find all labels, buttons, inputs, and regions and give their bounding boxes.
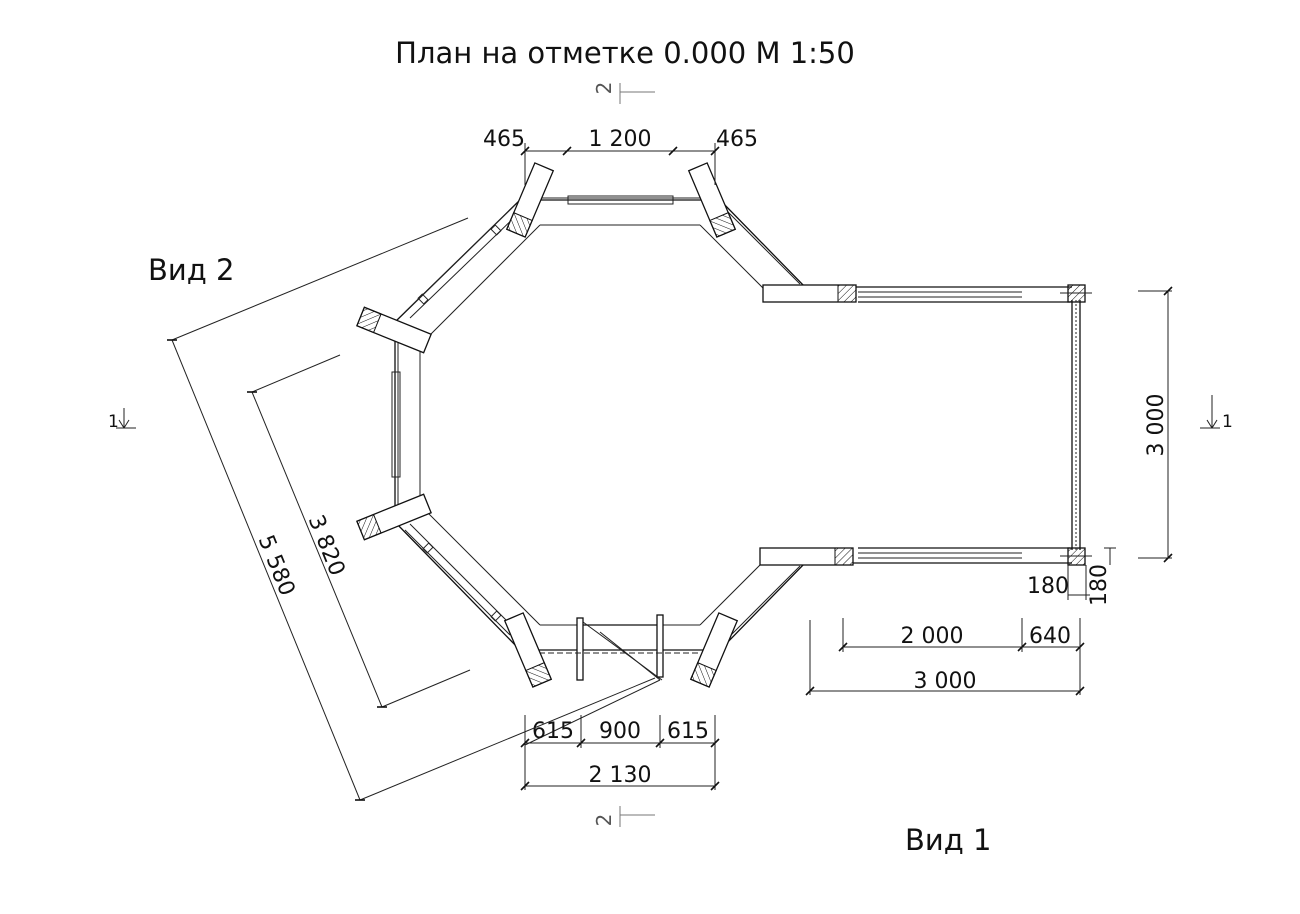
section-mark-bottom-label: 2 — [592, 814, 616, 827]
section-mark-top: 2 — [592, 82, 655, 104]
dim-bottom: 615 900 615 2 130 — [520, 715, 720, 791]
dim-post-width: 180 — [1027, 574, 1069, 599]
dim-diagonal-inner-label: 3 820 — [303, 512, 350, 580]
dim-wall-offset: 640 — [1029, 624, 1071, 649]
beam-upper-junction — [762, 284, 857, 303]
dim-top-middle: 1 200 — [589, 127, 652, 152]
dim-bottom-door: 900 — [599, 719, 641, 744]
post-bottom-right — [689, 612, 739, 688]
beam-lower-junction — [759, 547, 854, 566]
dim-post: 180 180 — [1027, 547, 1116, 606]
section-mark-right-label: 1 — [1222, 412, 1233, 432]
dim-post-depth: 180 — [1087, 564, 1112, 606]
dim-wall-length: 2 000 — [901, 624, 964, 649]
section-mark-left: 1 — [108, 408, 136, 432]
posts — [356, 162, 1092, 688]
post-left-upper — [356, 306, 432, 354]
section-mark-bottom: 2 — [592, 806, 655, 827]
dim-diagonal-inner: 3 820 — [247, 354, 471, 708]
dim-bottom-right: 615 — [667, 719, 709, 744]
dim-bottom-left: 615 — [532, 719, 574, 744]
post-bottom-left — [503, 612, 553, 688]
post-top-right — [687, 162, 737, 238]
dim-extension-total: 3 000 — [914, 669, 977, 694]
dim-top: 465 1 200 465 — [483, 127, 758, 185]
dim-extension: 2 000 640 3 000 — [805, 618, 1085, 696]
dim-top-left: 465 — [483, 127, 525, 152]
dim-right-height: 3 000 — [1138, 286, 1173, 563]
view-2-label: Вид 2 — [148, 253, 234, 287]
section-mark-left-label: 1 — [108, 412, 119, 432]
plan-title: План на отметке 0.000 М 1:50 — [395, 36, 855, 70]
dim-right-height-label: 3 000 — [1144, 394, 1169, 457]
dim-bottom-total: 2 130 — [589, 763, 652, 788]
dim-top-right: 465 — [716, 127, 758, 152]
post-top-left — [505, 162, 555, 238]
building-walls — [391, 195, 1081, 746]
dim-diagonal-outer-label: 5 580 — [253, 532, 300, 600]
section-mark-right: 1 — [1200, 395, 1233, 432]
post-left-lower — [356, 493, 432, 541]
section-mark-top-label: 2 — [592, 82, 616, 95]
view-1-label: Вид 1 — [905, 823, 991, 857]
